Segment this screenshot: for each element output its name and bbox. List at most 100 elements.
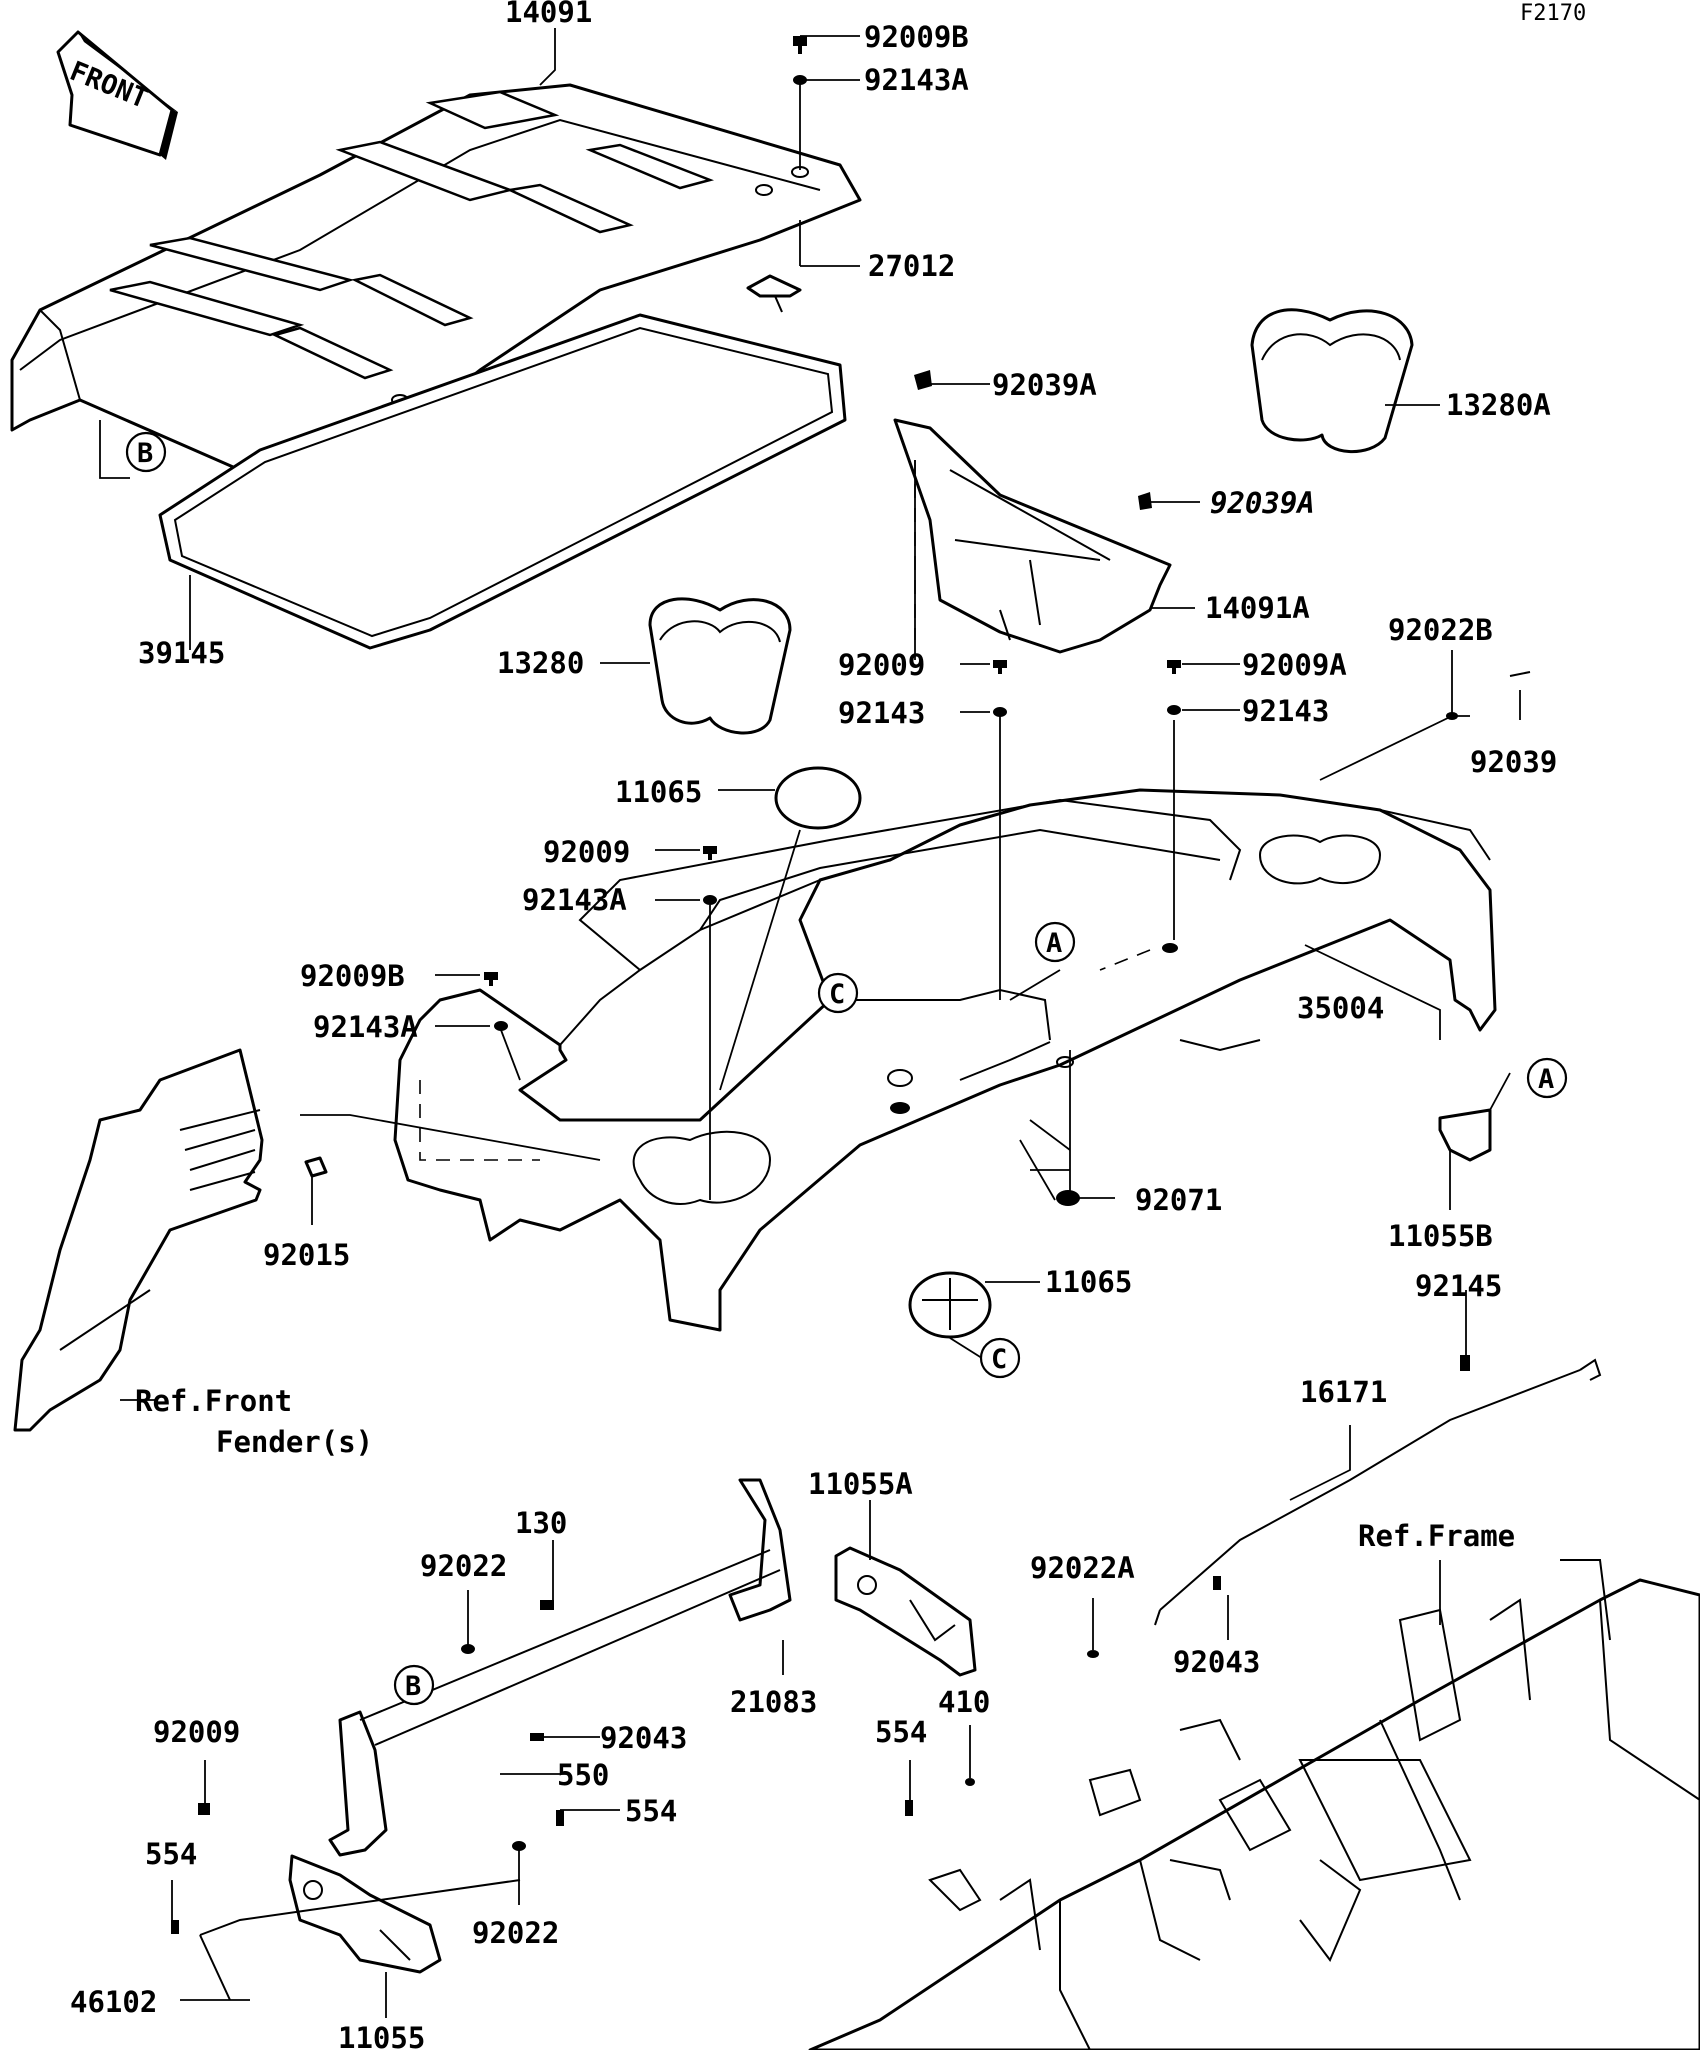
part-labels: 14091 92009B 92143A 27012 92039A 92039A … bbox=[70, 0, 1557, 2050]
clip-92039 bbox=[1509, 671, 1531, 677]
label-92143A-top: 92143A bbox=[864, 63, 969, 97]
clip-554-mid bbox=[556, 1810, 564, 1826]
label-92039: 92039 bbox=[1470, 745, 1557, 779]
bracket-11055B bbox=[1438, 1108, 1492, 1162]
callout-B-top-label: B bbox=[137, 438, 153, 469]
label-ref-front-fender-2: Fender(s) bbox=[216, 1425, 373, 1459]
callout-A-right-label: A bbox=[1538, 1064, 1554, 1095]
washer-92143A-left bbox=[703, 895, 717, 905]
cable-16171 bbox=[1154, 1358, 1602, 1626]
clip-92015 bbox=[304, 1156, 328, 1178]
label-11065-bottom: 11065 bbox=[1045, 1265, 1132, 1299]
label-92143A-left: 92143A bbox=[522, 883, 627, 917]
screw-92009A bbox=[1167, 660, 1181, 674]
front-arrow-icon: FRONT bbox=[56, 30, 178, 160]
washer-92143A-left2 bbox=[494, 1021, 508, 1031]
label-14091: 14091 bbox=[505, 0, 592, 29]
label-21083: 21083 bbox=[730, 1685, 817, 1719]
label-92009B-top: 92009B bbox=[864, 20, 969, 54]
label-554-left: 554 bbox=[145, 1837, 197, 1871]
label-92039A-2: 92039A bbox=[1210, 486, 1315, 520]
label-13280A: 13280A bbox=[1446, 388, 1551, 422]
label-11055B: 11055B bbox=[1388, 1219, 1493, 1253]
callout-C-dash-label: C bbox=[829, 979, 845, 1010]
callout-B-lower: B bbox=[393, 1664, 435, 1706]
label-11055A: 11055A bbox=[808, 1467, 913, 1501]
label-92043-right: 92043 bbox=[1173, 1645, 1260, 1679]
label-92015: 92015 bbox=[263, 1238, 350, 1272]
dashed-lines bbox=[419, 460, 1151, 1161]
label-130: 130 bbox=[515, 1506, 567, 1540]
label-550: 550 bbox=[557, 1758, 609, 1792]
pin-410 bbox=[965, 1778, 975, 1786]
label-92022-upper: 92022 bbox=[420, 1549, 507, 1583]
screw-92009B-top bbox=[793, 36, 807, 54]
screw-92009-bottom bbox=[198, 1803, 210, 1815]
washer-92022-lower bbox=[512, 1841, 526, 1851]
label-11055: 11055 bbox=[338, 2021, 425, 2050]
roof-seal-39145 bbox=[158, 313, 847, 650]
roof-panel-14091 bbox=[10, 83, 862, 492]
callout-A-right: A bbox=[1526, 1057, 1568, 1099]
label-92009-mid: 92009 bbox=[838, 648, 925, 682]
cup-holder-13280 bbox=[648, 597, 792, 735]
bracket-11055 bbox=[288, 1854, 442, 1974]
label-14091A: 14091A bbox=[1205, 591, 1310, 625]
callout-A-dash: A bbox=[1034, 921, 1076, 963]
label-410: 410 bbox=[938, 1685, 990, 1719]
label-92071: 92071 bbox=[1135, 1183, 1222, 1217]
bolt-130 bbox=[540, 1600, 554, 1610]
clip-92039A-1 bbox=[914, 370, 932, 390]
label-554-right: 554 bbox=[875, 1715, 927, 1749]
screw-92009B-left bbox=[484, 972, 498, 986]
clip-92145 bbox=[1460, 1355, 1470, 1371]
washer-92022A bbox=[1087, 1650, 1099, 1658]
callout-B-top: B bbox=[125, 431, 167, 473]
label-92143A-left2: 92143A bbox=[313, 1010, 418, 1044]
bracket-11055A bbox=[834, 1546, 977, 1677]
washer-92143-right bbox=[1167, 705, 1181, 715]
label-92022A: 92022A bbox=[1030, 1551, 1135, 1585]
pin-92043-right bbox=[1213, 1576, 1221, 1590]
label-92039A-1: 92039A bbox=[992, 368, 1097, 402]
label-92009-left: 92009 bbox=[543, 835, 630, 869]
callout-A-dash-label: A bbox=[1046, 928, 1062, 959]
label-92143-mid: 92143 bbox=[838, 696, 925, 730]
label-39145: 39145 bbox=[138, 636, 225, 670]
callout-B-lower-label: B bbox=[405, 1671, 421, 1702]
callout-C-dash: C bbox=[817, 972, 859, 1014]
label-92009-bottom: 92009 bbox=[153, 1715, 240, 1749]
bar-assembly bbox=[328, 1549, 781, 1857]
label-35004: 35004 bbox=[1297, 991, 1384, 1025]
dashboard-35004 bbox=[393, 788, 1497, 1332]
screw-92009-left bbox=[703, 846, 717, 860]
callout-C-cap: C bbox=[979, 1337, 1021, 1379]
pin-92043-left bbox=[530, 1733, 544, 1741]
cup-holder-13280A bbox=[1250, 308, 1414, 453]
label-13280: 13280 bbox=[497, 646, 584, 680]
inner-panel-14091A bbox=[893, 418, 1172, 654]
front-fender-ref bbox=[13, 1048, 264, 1432]
callout-C-cap-label: C bbox=[991, 1344, 1007, 1375]
label-46102: 46102 bbox=[70, 1985, 157, 2019]
bracket-21083 bbox=[728, 1478, 792, 1622]
label-92009A: 92009A bbox=[1242, 648, 1347, 682]
label-92009B-left: 92009B bbox=[300, 959, 405, 993]
label-92022-lower: 92022 bbox=[472, 1916, 559, 1950]
clip-554-right bbox=[905, 1800, 913, 1816]
label-554-mid: 554 bbox=[625, 1794, 677, 1828]
frame-ref bbox=[808, 1559, 1700, 2050]
label-92145: 92145 bbox=[1415, 1269, 1502, 1303]
label-92043-left: 92043 bbox=[600, 1721, 687, 1755]
roof-vents bbox=[109, 90, 715, 380]
grommet-92071 bbox=[1056, 1190, 1080, 1206]
rod-46102 bbox=[199, 1879, 521, 2001]
leader-lines bbox=[99, 28, 1521, 2018]
bracket-27012 bbox=[746, 274, 802, 313]
screw-92009-mid bbox=[993, 660, 1007, 674]
clip-92039A-2 bbox=[1138, 492, 1152, 510]
label-ref-frame: Ref.Frame bbox=[1358, 1519, 1515, 1553]
label-92143-right: 92143 bbox=[1242, 694, 1329, 728]
label-11065-top: 11065 bbox=[615, 775, 702, 809]
